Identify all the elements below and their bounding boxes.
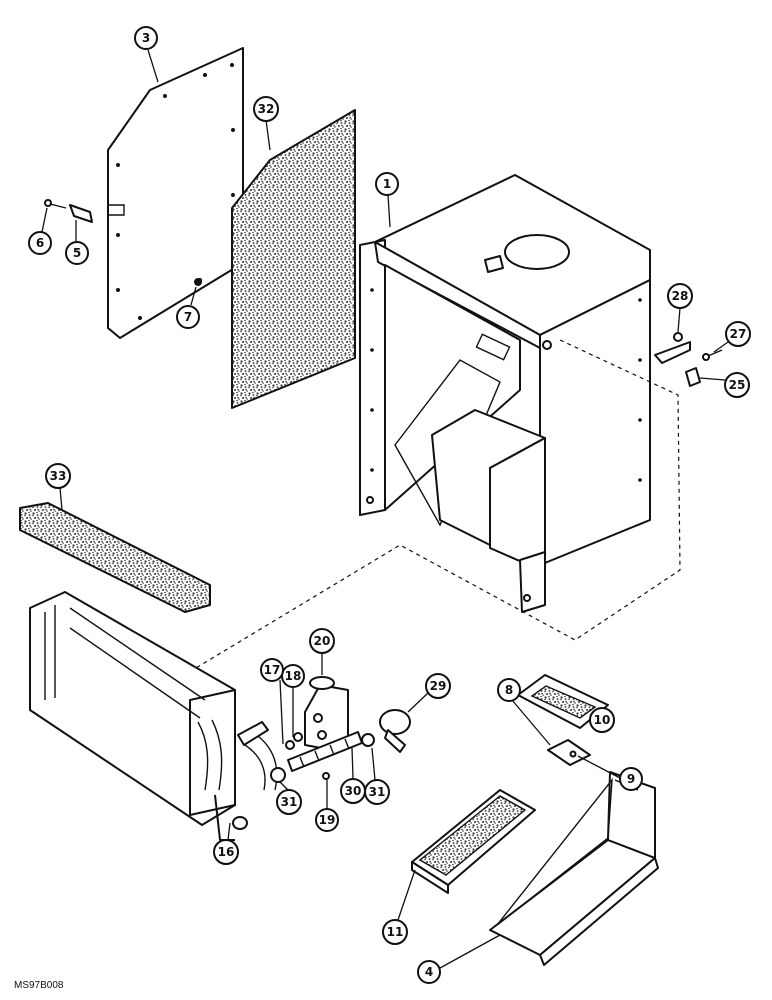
retainer-clip (547, 739, 591, 766)
svg-text:19: 19 (319, 813, 336, 827)
callout-9: 9 (619, 767, 643, 791)
svg-text:6: 6 (36, 236, 44, 250)
svg-text:31: 31 (369, 785, 386, 799)
callout-20: 20 (309, 628, 335, 654)
o-ring-17 (285, 740, 295, 750)
svg-text:1: 1 (383, 177, 391, 191)
callout-29: 29 (425, 673, 451, 699)
expansion-valve (304, 676, 349, 751)
callout-8: 8 (497, 678, 521, 702)
heater-core (29, 591, 278, 841)
svg-text:11: 11 (387, 925, 404, 939)
svg-text:8: 8 (505, 683, 513, 697)
callout-27: 27 (725, 321, 751, 347)
callout-16: 16 (213, 839, 239, 865)
callout-10: 10 (589, 707, 615, 733)
filter-pad (231, 109, 356, 409)
rivet-dot (194, 278, 202, 286)
callout-19: 19 (315, 808, 339, 832)
drawing-code: MS97B008 (14, 980, 64, 991)
callout-31-left: 31 (276, 789, 302, 815)
cover-plate (107, 47, 244, 339)
svg-text:17: 17 (264, 663, 281, 677)
callout-11: 11 (382, 919, 408, 945)
assembly-dashed-line (175, 339, 681, 681)
hose-clamp-right (361, 733, 375, 747)
svg-text:18: 18 (285, 669, 302, 683)
hose-clamp-left (270, 767, 286, 783)
air-box (489, 771, 659, 966)
svg-text:16: 16 (218, 845, 235, 859)
callout-7: 7 (176, 305, 200, 329)
svg-text:3: 3 (142, 31, 150, 45)
bracket-bolt-clamp (654, 332, 723, 387)
callout-28: 28 (667, 283, 693, 309)
svg-text:25: 25 (729, 378, 746, 392)
svg-text:31: 31 (281, 795, 298, 809)
screw-19 (322, 772, 330, 780)
callout-31-right: 31 (364, 779, 390, 805)
svg-text:9: 9 (627, 772, 635, 786)
callout-18: 18 (281, 664, 305, 688)
callout-1: 1 (375, 172, 399, 196)
filter-tray (411, 789, 536, 894)
callout-30: 30 (340, 778, 366, 804)
svg-text:29: 29 (430, 679, 447, 693)
callout-25: 25 (724, 372, 750, 398)
svg-text:20: 20 (314, 634, 331, 648)
heater-housing (359, 174, 651, 613)
callout-17: 17 (260, 658, 284, 682)
svg-text:4: 4 (425, 965, 433, 979)
svg-text:7: 7 (184, 310, 192, 324)
thermostat-switch (379, 709, 411, 753)
callout-32: 32 (253, 96, 279, 122)
svg-text:32: 32 (258, 102, 275, 116)
callout-5: 5 (65, 241, 89, 265)
foam-seal-strip (19, 502, 211, 613)
svg-text:5: 5 (73, 246, 81, 260)
svg-text:10: 10 (594, 713, 611, 727)
o-ring-18 (293, 732, 303, 742)
svg-text:33: 33 (50, 469, 67, 483)
clip-and-screw (44, 199, 93, 223)
svg-text:30: 30 (345, 784, 362, 798)
callout-33: 33 (45, 463, 71, 489)
leader-lines (41, 49, 729, 969)
callout-4: 4 (417, 960, 441, 984)
svg-text:27: 27 (730, 327, 747, 341)
gasket (517, 674, 609, 729)
callout-6: 6 (28, 231, 52, 255)
callout-3: 3 (134, 26, 158, 50)
svg-text:28: 28 (672, 289, 689, 303)
